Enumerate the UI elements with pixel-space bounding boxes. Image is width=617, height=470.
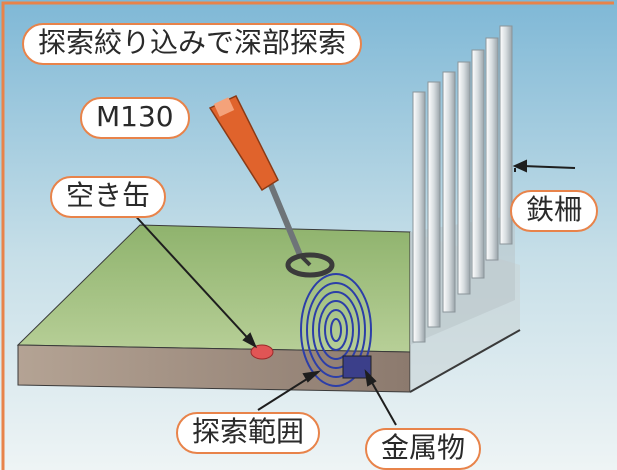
metal-object-label: 金属物 (365, 428, 482, 470)
title-label: 探索絞り込みで深部探索 (22, 23, 363, 65)
can-label: 空き缶 (50, 176, 167, 218)
leader-lines (129, 159, 576, 426)
device-label: M130 (80, 97, 190, 139)
metal-detector-icon (208, 95, 335, 278)
can-icon (250, 344, 274, 360)
search-coil-icon (300, 273, 372, 387)
search-range-label: 探索範囲 (176, 412, 321, 454)
metal-object-icon (342, 355, 372, 379)
fence-label: 鉄柵 (510, 190, 599, 232)
ground-edge (409, 329, 521, 393)
fence-icon (410, 25, 515, 345)
